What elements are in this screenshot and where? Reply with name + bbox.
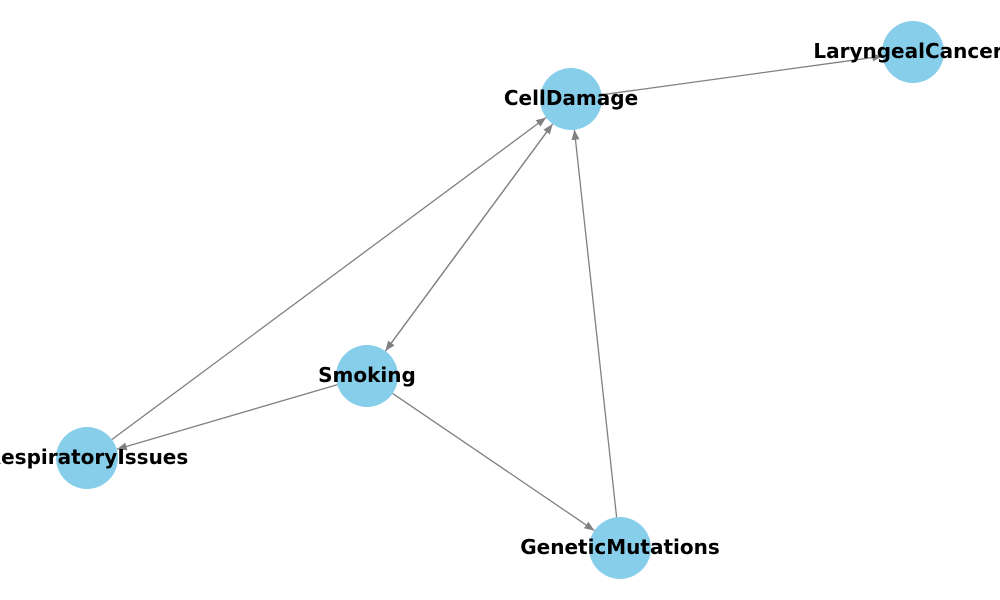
node-label-smoking: Smoking — [318, 363, 416, 387]
node-label-respiratory-issues: RespiratoryIssues — [0, 445, 188, 469]
edge-respiratory-to-celldamage — [111, 116, 547, 441]
node-smoking[interactable]: Smoking — [318, 345, 416, 407]
node-cell-damage[interactable]: CellDamage — [504, 68, 638, 130]
node-genetic-mutations[interactable]: GeneticMutations — [520, 517, 720, 579]
node-laryngeal-cancer[interactable]: LaryngealCancer — [813, 21, 1000, 83]
edge-smoking-to-respiratory — [116, 384, 338, 451]
edges-layer — [111, 53, 883, 532]
node-respiratory-issues[interactable]: RespiratoryIssues — [0, 427, 188, 489]
edge-genetic-to-celldamage — [571, 129, 618, 518]
node-label-laryngeal-cancer: LaryngealCancer — [813, 39, 1000, 63]
node-label-genetic-mutations: GeneticMutations — [520, 535, 720, 559]
edge-smoking-to-genetic — [392, 392, 595, 532]
edge-celldamage-to-laryngeal — [601, 53, 883, 96]
node-label-cell-damage: CellDamage — [504, 86, 638, 110]
nodes-layer: LaryngealCancer CellDamage Smoking Respi… — [0, 21, 1000, 579]
edge-celldamage-to-smoking — [384, 123, 554, 352]
